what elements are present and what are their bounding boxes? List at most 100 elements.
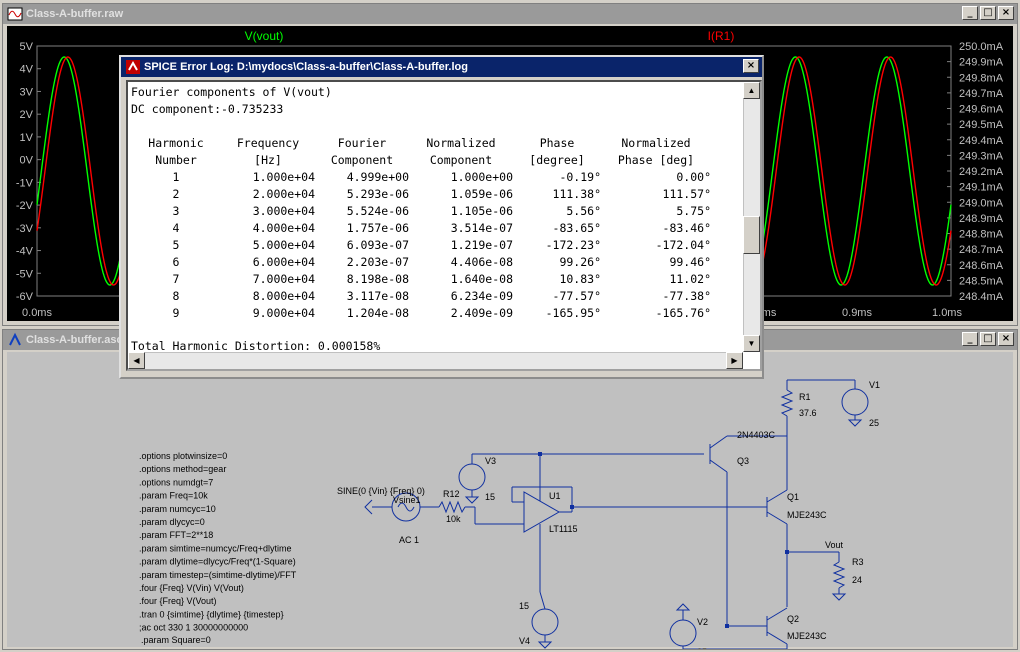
table-cell: 4 <box>172 221 180 235</box>
waveform-title: Class-A-buffer.raw <box>26 8 124 20</box>
q1-model[interactable]: MJE243C <box>787 510 827 520</box>
y-right-tick-label: 248.4mA <box>959 291 1004 303</box>
q3-model[interactable]: 2N4403C <box>737 430 776 440</box>
r3-value[interactable]: 24 <box>852 575 862 585</box>
table-cell: 8.198e-08 <box>346 272 409 286</box>
waveform-titlebar[interactable]: Class-A-buffer.raw _ □ × <box>3 4 1017 24</box>
scroll-up-button[interactable]: ▲ <box>743 82 760 99</box>
v4-value[interactable]: 15 <box>519 601 529 611</box>
y-right-tick-label: 249.2mA <box>959 166 1004 178</box>
v2-label[interactable]: V2 <box>697 617 708 627</box>
table-cell: -172.23° <box>545 238 601 252</box>
v1-value[interactable]: 25 <box>869 418 879 428</box>
table-cell: 2.409e-09 <box>450 306 513 320</box>
directive-line[interactable]: .param simtime=numcyc/Freq+dlytime <box>139 543 292 553</box>
vsine-label[interactable]: Vsine1 <box>393 495 421 505</box>
ac-label[interactable]: AC 1 <box>399 535 419 545</box>
v4-label[interactable]: V4 <box>519 636 530 646</box>
close-button[interactable]: × <box>998 6 1014 20</box>
schematic-canvas[interactable]: .options plotwinsize=0 .options method=ge… <box>7 352 1015 652</box>
param-line[interactable]: .param Vin=5 <box>141 648 195 652</box>
directive-line[interactable]: .tran 0 {simtime} {dlytime} {timestep} <box>139 609 284 619</box>
trace-label-vout[interactable]: V(vout) <box>245 29 284 43</box>
table-cell: 5.000e+04 <box>252 238 315 252</box>
y-right-tick-label: 249.4mA <box>959 135 1004 147</box>
q3-label[interactable]: Q3 <box>737 456 749 466</box>
x-tick-label: ms <box>762 307 777 319</box>
q2-model[interactable]: MJE243C <box>787 631 827 641</box>
scroll-down-button[interactable]: ▼ <box>743 335 760 352</box>
table-cell: -77.57° <box>552 289 601 303</box>
sine-label[interactable]: SINE(0 {Vin} {Freq} 0) <box>337 486 425 496</box>
trace-label-ir1[interactable]: I(R1) <box>708 29 735 43</box>
schematic-window[interactable]: Class-A-buffer.asc _ □ × .options plotwi… <box>2 329 1018 652</box>
log-line-2: DC component:-0.735233 <box>131 102 284 116</box>
minimize-button[interactable]: _ <box>962 6 978 20</box>
vertical-scrollbar[interactable]: ▲ ▼ <box>743 82 760 352</box>
close-button[interactable]: × <box>998 332 1014 346</box>
table-cell: 1 <box>172 170 180 184</box>
column-header: Phase <box>539 136 575 150</box>
schematic-drawing[interactable]: .options plotwinsize=0 .options method=ge… <box>7 352 1015 652</box>
table-cell: 1.204e-08 <box>346 306 409 320</box>
directive-line[interactable]: .param Freq=10k <box>139 491 208 501</box>
table-cell: 7.000e+04 <box>252 272 315 286</box>
maximize-button[interactable]: □ <box>980 6 996 20</box>
v1-label[interactable]: V1 <box>869 380 880 390</box>
horizontal-scrollbar[interactable]: ◀ ▶ <box>128 352 743 369</box>
table-cell: 11.02° <box>669 272 711 286</box>
log-textbox[interactable]: Fourier components of V(vout) DC compone… <box>126 80 762 371</box>
error-log-titlebar[interactable]: SPICE Error Log: D:\mydocs\Class-a-buffe… <box>121 57 762 77</box>
scroll-right-button[interactable]: ▶ <box>726 352 743 369</box>
table-cell: 5.56° <box>566 204 601 218</box>
directive-line[interactable]: .options method=gear <box>139 464 226 474</box>
q1-label[interactable]: Q1 <box>787 492 799 502</box>
x-tick-label: 1.0ms <box>932 307 962 319</box>
r12-label[interactable]: R12 <box>443 489 460 499</box>
error-log-dialog[interactable]: SPICE Error Log: D:\mydocs\Class-a-buffe… <box>119 55 764 379</box>
y-right-tick-label: 249.1mA <box>959 182 1004 194</box>
table-cell: 2.000e+04 <box>252 187 315 201</box>
u1-label[interactable]: U1 <box>549 491 561 501</box>
directive-line[interactable]: .param timestep=(simtime-dlytime)/FFT <box>139 570 297 580</box>
error-log-title: SPICE Error Log: D:\mydocs\Class-a-buffe… <box>144 61 468 73</box>
directive-line[interactable]: .param dlytime=dlycyc/Freq*(1-Square) <box>139 557 296 567</box>
r1-value[interactable]: 37.6 <box>799 408 817 418</box>
directive-line[interactable]: .four {Freq} V(Vin) V(Vout) <box>139 583 244 593</box>
param-line[interactable]: .param Square=0 <box>141 635 211 645</box>
scroll-left-button[interactable]: ◀ <box>128 352 145 369</box>
directive-line[interactable]: .options numdgt=7 <box>139 477 213 487</box>
directive-line[interactable]: .param dlycyc=0 <box>139 517 205 527</box>
vout-label[interactable]: Vout <box>825 540 844 550</box>
directive-line[interactable]: ;ac oct 330 1 30000000000 <box>139 623 248 633</box>
r3-label[interactable]: R3 <box>852 557 864 567</box>
table-cell: 4.999e+00 <box>346 170 409 184</box>
r1-label[interactable]: R1 <box>799 392 811 402</box>
directive-line[interactable]: .param numcyc=10 <box>139 504 216 514</box>
spice-directives[interactable]: .options plotwinsize=0 .options method=ge… <box>139 451 297 652</box>
v3-label[interactable]: V3 <box>485 456 496 466</box>
directive-line[interactable]: .param FFT=2**18 <box>139 530 213 540</box>
table-cell: -0.19° <box>559 170 601 184</box>
r12-value[interactable]: 10k <box>446 514 461 524</box>
y-left-tick-label: -1V <box>16 177 34 189</box>
scroll-thumb[interactable] <box>743 216 760 254</box>
directive-line[interactable]: .four {Freq} V(Vout) <box>139 596 217 606</box>
y-right-tick-label: 249.7mA <box>959 88 1004 100</box>
q2-label[interactable]: Q2 <box>787 614 799 624</box>
directive-line[interactable]: .options plotwinsize=0 <box>139 451 227 461</box>
y-right-tick-label: 248.5mA <box>959 275 1004 287</box>
maximize-button[interactable]: □ <box>980 332 996 346</box>
v2-value[interactable]: 25 <box>697 647 707 652</box>
lt-label[interactable]: LT1115 <box>549 524 578 534</box>
close-button[interactable]: × <box>743 59 759 73</box>
v3-value[interactable]: 15 <box>485 492 495 502</box>
table-cell: 7 <box>172 272 180 286</box>
minimize-button[interactable]: _ <box>962 332 978 346</box>
